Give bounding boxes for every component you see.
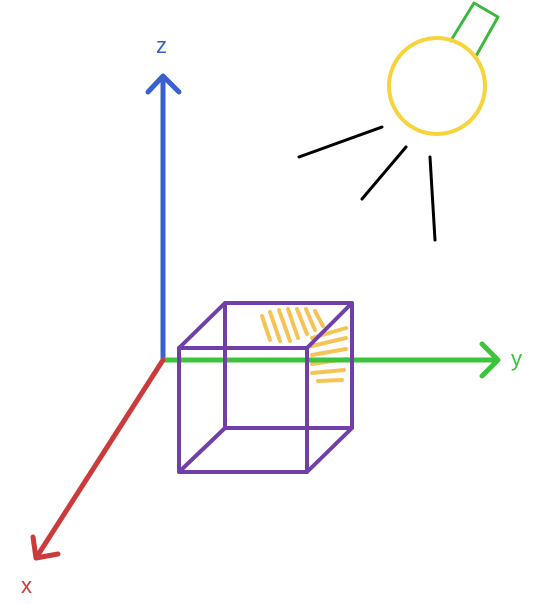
cube-wireframe [177,301,354,474]
sun-rays [297,125,437,242]
sun-ray-right [428,155,437,242]
sun-ray-middle [360,145,408,201]
sun-circle [387,36,487,136]
z-axis-label: z [156,33,167,58]
x-axis [30,357,166,561]
x-axis-label: x [21,573,32,598]
cube-back-face [223,301,354,430]
x-axis-arrowhead [30,534,61,561]
z-axis [145,73,182,363]
cube-front-face [177,346,309,474]
y-axis-arrowhead [479,341,501,379]
sun-ray-left [297,125,384,159]
sun-accent-rectangle [448,1,500,57]
y-axis-label: y [511,346,522,371]
y-axis [160,341,501,379]
z-axis-arrowhead [145,73,182,95]
